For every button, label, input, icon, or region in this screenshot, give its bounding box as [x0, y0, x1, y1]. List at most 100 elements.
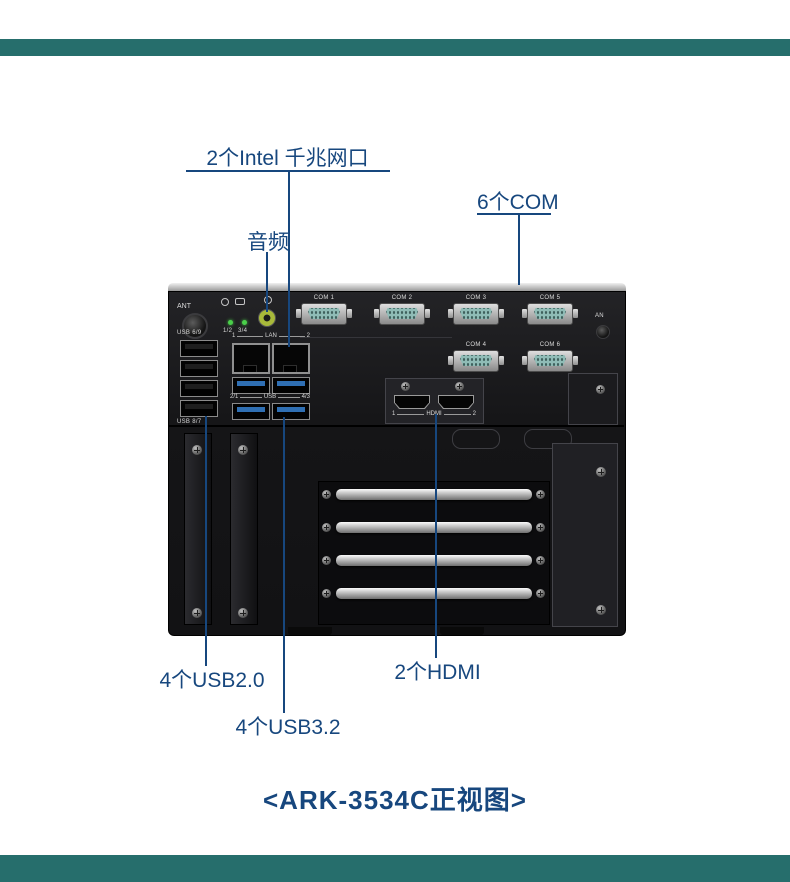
- com-port-5: COM 5: [522, 295, 578, 325]
- screw: [536, 589, 545, 598]
- screw: [322, 589, 331, 598]
- db9-screw: [448, 356, 453, 365]
- leader-line-hdmi: [435, 414, 437, 658]
- usb2-port: [180, 400, 218, 417]
- db9-screw: [448, 309, 453, 318]
- usb2-port: [180, 380, 218, 397]
- hdmi-n2: 2: [472, 411, 476, 417]
- usb-tongue: [277, 381, 305, 386]
- chassis-top-edge: [168, 283, 626, 292]
- db9-screw: [573, 309, 578, 318]
- com-port-1: COM 1: [296, 295, 352, 325]
- db9-knockout: [524, 429, 572, 449]
- expansion-rail: [184, 433, 212, 625]
- ant-label: ANT: [177, 303, 191, 310]
- com-port-2: COM 2: [374, 295, 430, 325]
- usb-tongue: [277, 407, 305, 412]
- com-port-3: COM 3: [448, 295, 504, 325]
- screw: [192, 608, 202, 618]
- com-port-label: COM 5: [539, 295, 561, 301]
- top-banner: [0, 39, 790, 56]
- chassis-foot: [440, 627, 484, 635]
- usb-tongue: [185, 364, 213, 369]
- screw: [455, 382, 464, 391]
- com-port-label: COM 2: [391, 295, 413, 301]
- hdmi-port-2: [438, 395, 474, 409]
- com-port-label: COM 6: [539, 342, 561, 348]
- com-port-6: COM 6: [522, 342, 578, 372]
- screw: [238, 445, 248, 455]
- an-connector: [596, 325, 610, 339]
- screw: [596, 385, 605, 394]
- screw: [536, 490, 545, 499]
- db9-screw: [499, 309, 504, 318]
- com-port-label: COM 1: [313, 295, 335, 301]
- db9-screw: [296, 309, 301, 318]
- slot-cover: [336, 489, 532, 500]
- chassis-foot: [288, 627, 332, 635]
- right-bracket: [552, 443, 618, 627]
- leader-line-audio: [266, 252, 268, 312]
- screw: [596, 605, 606, 615]
- led-label-34: 3/4: [238, 328, 248, 334]
- blank-plate: [568, 373, 618, 425]
- led-indicator: [242, 320, 247, 325]
- screw: [322, 490, 331, 499]
- hdmi-n1: 1: [392, 411, 396, 417]
- usb2-port: [180, 340, 218, 357]
- db9-insert: [460, 308, 492, 319]
- screw: [536, 556, 545, 565]
- lan-port-1: [232, 343, 270, 374]
- lan-n1: 1: [232, 333, 236, 339]
- db9-insert: [308, 308, 340, 319]
- annotation-audio: 音频: [247, 231, 289, 254]
- db9-screw: [499, 356, 504, 365]
- annotation-com: 6个COM: [477, 191, 559, 214]
- usb-tongue: [237, 381, 265, 386]
- lan-port-2: [272, 343, 310, 374]
- usb-tongue: [185, 384, 213, 389]
- usb3-name: USB: [263, 394, 277, 400]
- com-port-label: COM 4: [465, 342, 487, 348]
- screw: [536, 523, 545, 532]
- annotation-lan: 2个Intel 千兆网口: [206, 147, 369, 170]
- com-port-label: COM 3: [465, 295, 487, 301]
- chassis-seam: [168, 425, 624, 427]
- db9-insert: [534, 355, 566, 366]
- image-caption: <ARK-3534C正视图>: [263, 785, 527, 815]
- lan-n2: 2: [306, 333, 311, 339]
- leader-line-usb3: [283, 417, 285, 713]
- leader-line-usb2: [205, 416, 207, 666]
- db9-screw: [425, 309, 430, 318]
- db9-screw: [522, 309, 527, 318]
- usb-tongue: [185, 404, 213, 409]
- expansion-rail: [230, 433, 258, 625]
- screw: [401, 382, 410, 391]
- slot-cover: [336, 555, 532, 566]
- bottom-banner: [0, 855, 790, 882]
- db9-screw: [374, 309, 379, 318]
- db9-insert: [534, 308, 566, 319]
- leader-underline-com: [477, 213, 551, 215]
- leader-line-lan: [288, 170, 290, 347]
- hdd-icon: [235, 298, 245, 305]
- db9-knockout: [452, 429, 500, 449]
- leader-line-com: [518, 213, 520, 285]
- line-out-icon: [264, 296, 272, 304]
- db9-screw: [347, 309, 352, 318]
- com-port-4: COM 4: [448, 342, 504, 372]
- led-indicator: [228, 320, 233, 325]
- expansion-slot-cage: [318, 481, 550, 625]
- slot-cover: [336, 588, 532, 599]
- db9-screw: [573, 356, 578, 365]
- power-icon: [221, 298, 229, 306]
- screw: [192, 445, 202, 455]
- annotation-usb3: 4个USB3.2: [235, 716, 341, 739]
- screw: [322, 523, 331, 532]
- screw: [322, 556, 331, 565]
